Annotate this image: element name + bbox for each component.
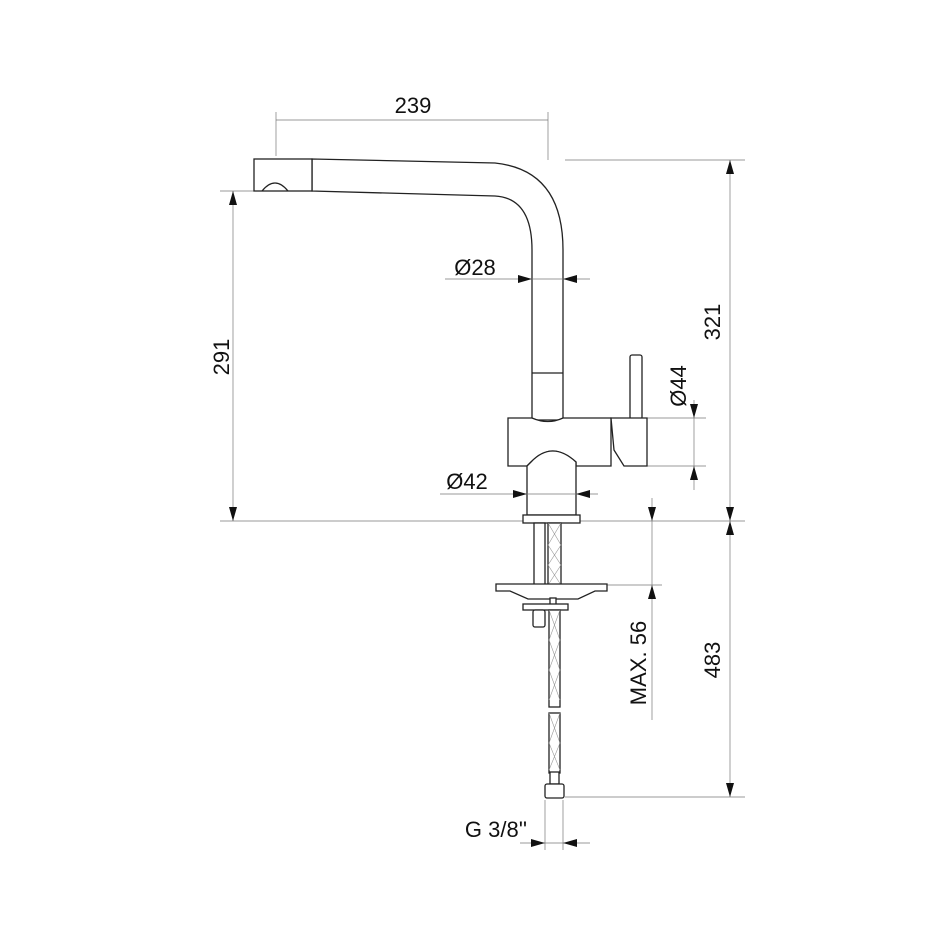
dimension-321: 321 (700, 160, 734, 521)
svg-text:Ø42: Ø42 (446, 469, 488, 494)
svg-text:321: 321 (700, 304, 725, 341)
svg-text:Ø28: Ø28 (454, 255, 496, 280)
dimension-d44: Ø44 (666, 365, 698, 490)
dimension-239: 239 (276, 93, 548, 121)
svg-text:291: 291 (209, 339, 234, 376)
svg-text:MAX. 56: MAX. 56 (626, 621, 651, 705)
dimension-d28: Ø28 (445, 255, 590, 283)
faucet (253, 158, 648, 799)
svg-text:483: 483 (700, 642, 725, 679)
dimension-d42: Ø42 (440, 469, 598, 498)
svg-text:Ø44: Ø44 (666, 365, 691, 407)
dim-label: 239 (395, 93, 432, 118)
svg-text:G 3/8'': G 3/8'' (465, 817, 527, 842)
dimension-g38: G 3/8'' (465, 817, 590, 847)
dimension-483: 483 (700, 521, 734, 797)
dimension-max-56: MAX. 56 (626, 498, 656, 720)
dimension-291: 291 (209, 191, 237, 521)
